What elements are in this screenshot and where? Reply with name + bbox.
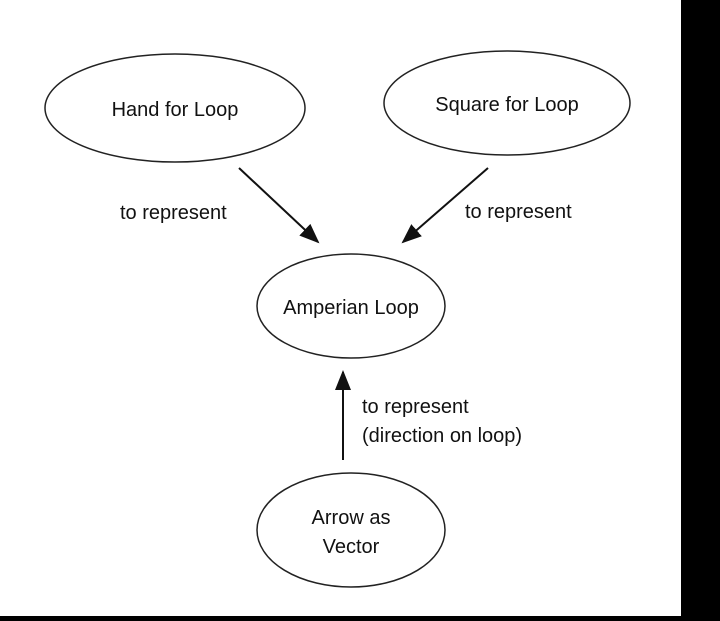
node-label: Vector	[323, 536, 380, 558]
edge-label-vector-line1: to represent	[362, 396, 469, 418]
node-label: Amperian Loop	[283, 297, 419, 319]
node-amperian-loop: Amperian Loop	[256, 253, 446, 359]
diagram-canvas: Hand for Loop Square for Loop Amperian L…	[0, 0, 681, 616]
edge-arrow-square	[401, 167, 489, 244]
edge-label-hand: to represent	[120, 202, 227, 224]
node-label: Hand for Loop	[112, 99, 239, 121]
node-label: Square for Loop	[435, 94, 578, 116]
node-label: Arrow as	[312, 507, 391, 529]
node-arrow-as-vector: Arrow as Vector	[256, 472, 446, 588]
node-square-for-loop: Square for Loop	[383, 50, 631, 156]
concept-map: Hand for Loop Square for Loop Amperian L…	[44, 50, 631, 588]
node-hand-for-loop: Hand for Loop	[44, 53, 306, 163]
edge-label-square: to represent	[465, 201, 572, 223]
edge-arrow-hand	[238, 167, 320, 244]
edge-label-vector-line2: (direction on loop)	[362, 425, 522, 447]
